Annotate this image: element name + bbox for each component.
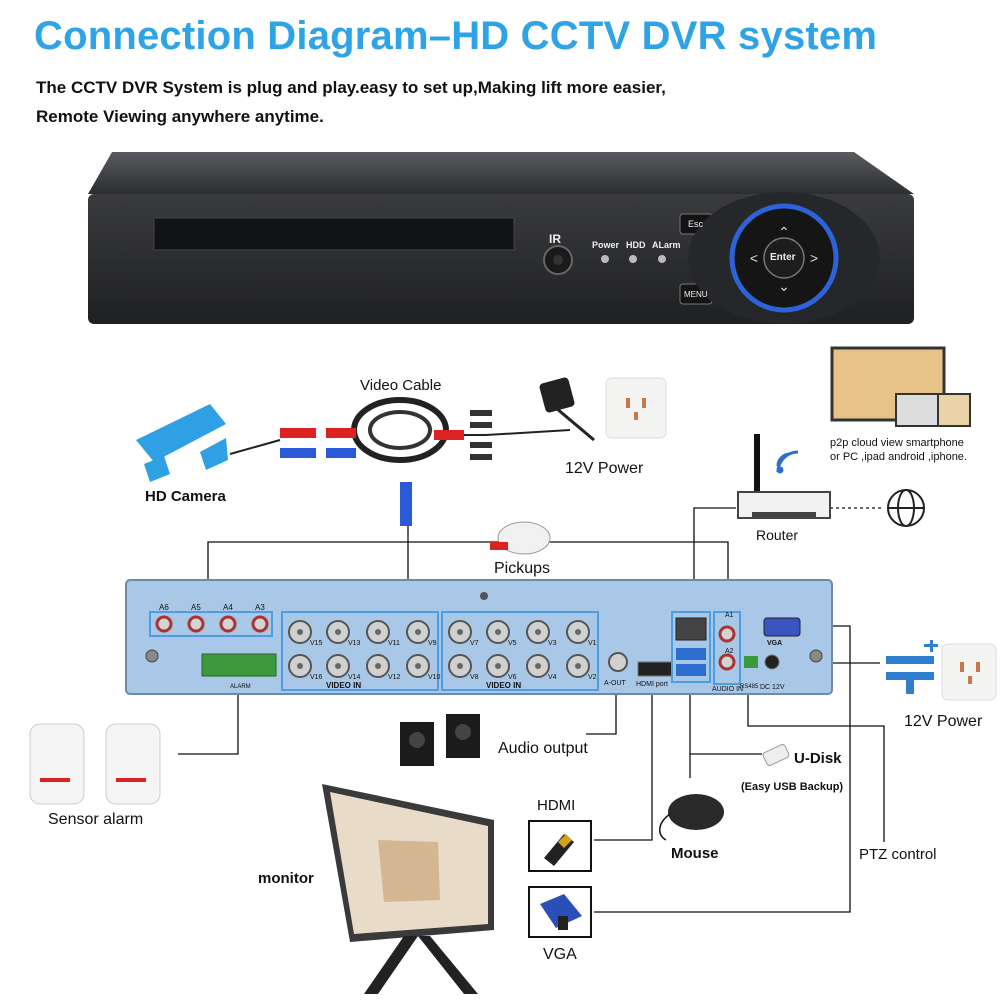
channel-label: V3 [548, 640, 557, 647]
video-cable-label: Video Cable [360, 377, 442, 394]
sensor-alarm-label: Sensor alarm [48, 811, 144, 828]
vga-port-label: VGA [767, 640, 783, 647]
usb-backup-label: (Easy USB Backup) [741, 781, 844, 793]
camera-icon [136, 404, 228, 482]
dvr-rear-panel [125, 579, 833, 695]
hd-camera-label: HD Camera [145, 488, 226, 505]
channel-label: V8 [470, 674, 479, 681]
channel-label: V9 [428, 640, 437, 647]
intro-line-2: Remote Viewing anywhere anytime. [36, 107, 324, 126]
remote-devices [830, 346, 971, 427]
usb-drive-icon [762, 744, 790, 766]
channel-label: V6 [508, 674, 517, 681]
power-right-group [886, 640, 997, 701]
power-right-label: 12V Power [904, 713, 983, 730]
p2p-line-2: or PC ,ipad android ,iphone. [830, 451, 967, 463]
audio-in-label: AUDIO IN [712, 686, 744, 693]
vga-icon [528, 886, 592, 938]
wifi-icon [776, 450, 799, 474]
svg-text:⌄: ⌄ [778, 278, 790, 294]
intro-line-1: The CCTV DVR System is plug and play.eas… [36, 78, 666, 97]
video-in-label-right: VIDEO IN [486, 681, 522, 690]
monitor-icon [322, 784, 494, 994]
channel-label: V16 [310, 674, 323, 681]
hdmi-label: HDMI [537, 797, 576, 814]
ptz-control-label: PTZ control [859, 846, 937, 863]
power-plug-icon [539, 377, 667, 442]
router-icon [737, 434, 831, 519]
channel-label: V14 [348, 674, 361, 681]
channel-label: V12 [388, 674, 401, 681]
u-disk-label: U-Disk [794, 750, 842, 767]
p2p-line-1: p2p cloud view smartphone [830, 437, 964, 449]
channel-label: V4 [548, 674, 557, 681]
router-group [737, 434, 925, 527]
svg-text:⌃: ⌃ [778, 224, 790, 240]
dvr-front-panel: ⌃ ⌄ < > [88, 152, 914, 324]
vga-label: VGA [543, 946, 577, 963]
led-label-power: Power [592, 240, 620, 250]
channel-label: V1 [588, 640, 597, 647]
svg-text:<: < [750, 250, 758, 266]
wall-socket-icon [605, 377, 667, 439]
led-label-alarm: ALarm [652, 240, 681, 250]
pickups-label: Pickups [494, 560, 551, 577]
ir-label: IR [549, 232, 561, 246]
page-title: Connection Diagram–HD CCTV DVR system [34, 14, 878, 58]
channel-label: V5 [508, 640, 517, 647]
router-label: Router [756, 527, 799, 543]
enter-button[interactable]: Enter [770, 252, 796, 263]
audio-in-a5-label: A5 [191, 603, 201, 612]
audio-in-a4-label: A4 [223, 603, 233, 612]
mouse-label: Mouse [671, 845, 719, 862]
esc-button[interactable]: Esc [688, 219, 704, 229]
channel-label: V13 [348, 640, 361, 647]
video-cable-assembly [136, 397, 571, 526]
speaker-icon [400, 714, 480, 766]
wall-socket-icon [941, 643, 997, 701]
channel-label: V10 [428, 674, 441, 681]
svg-text:>: > [810, 250, 818, 266]
rs485-label: RS485 [740, 684, 759, 690]
alarm-terminal-label: ALARM [230, 684, 251, 690]
audio-a1-label: A1 [725, 612, 734, 619]
power-dc-icon [886, 640, 938, 694]
led-label-hdd: HDD [626, 240, 646, 250]
sensor-icon [29, 723, 161, 805]
dc-label: DC 12V [760, 684, 785, 691]
audio-output-label: Audio output [498, 740, 588, 757]
globe-icon [887, 489, 925, 527]
channel-label: V15 [310, 640, 323, 647]
channel-label: V7 [470, 640, 479, 647]
channel-label: V2 [588, 674, 597, 681]
hdmi-port-label: HDMI port [636, 681, 668, 688]
channel-label: V11 [388, 640, 400, 647]
audio-a2-label: A2 [725, 648, 734, 655]
hdmi-icon [528, 820, 592, 872]
audio-in-a6-label: A6 [159, 603, 169, 612]
monitor-label: monitor [258, 870, 314, 887]
power-top-label: 12V Power [565, 460, 644, 477]
microphone-icon [490, 521, 551, 555]
menu-button[interactable]: MENU [684, 290, 708, 299]
audio-in-a3-label: A3 [255, 603, 265, 612]
mouse-icon [659, 794, 724, 841]
aout-label: A-OUT [604, 680, 626, 687]
video-in-label-left: VIDEO IN [326, 681, 362, 690]
